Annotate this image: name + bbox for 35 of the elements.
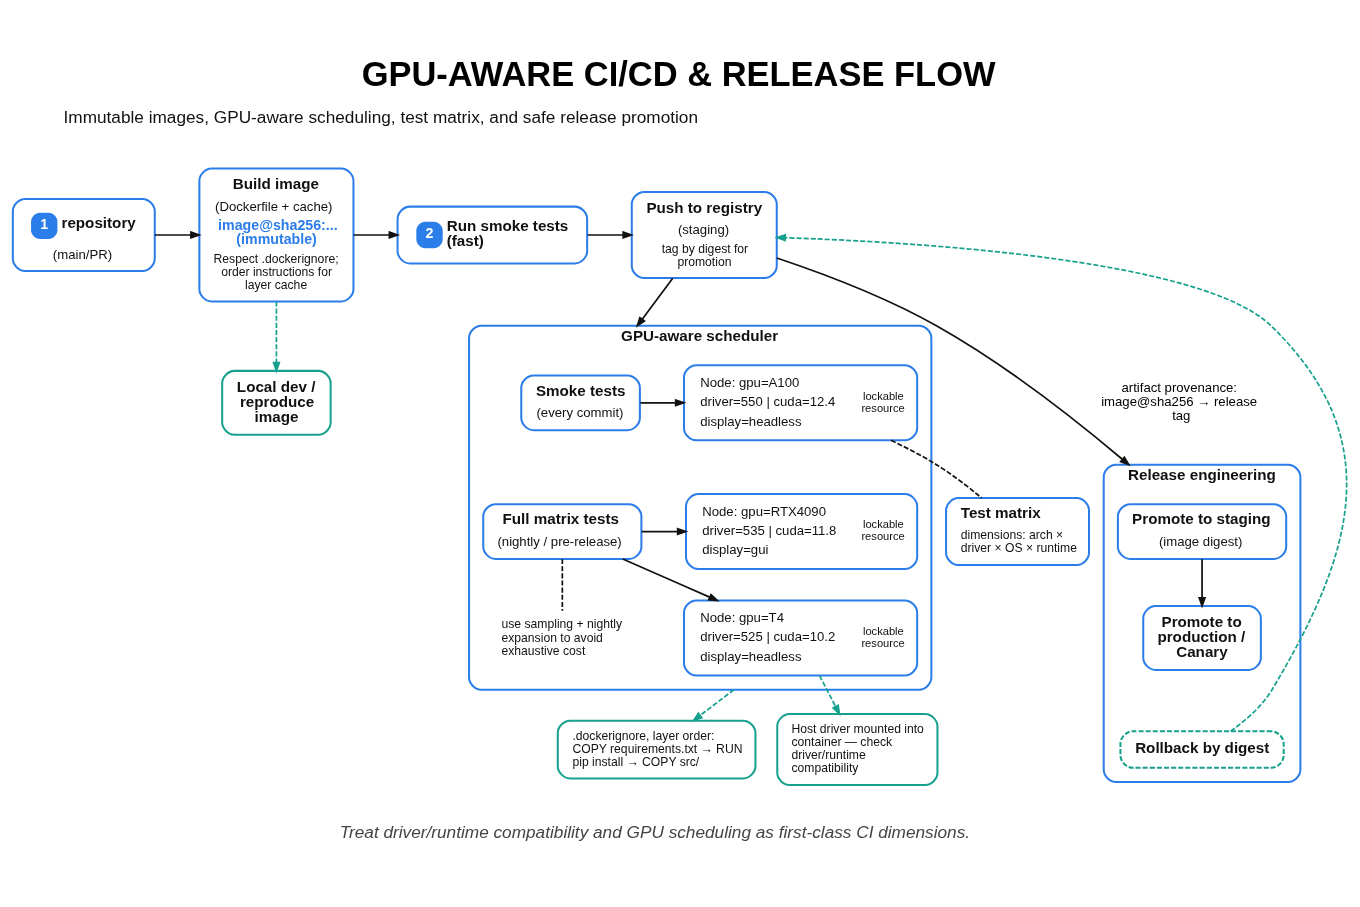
edge-label: artifact provenance: image@sha256 → release tag bbox=[1101, 379, 1258, 423]
arrow bbox=[154, 230, 202, 239]
node-box: Host driver mounted into container — check driver/runtime compatibility bbox=[776, 712, 939, 786]
node-box: .dockerignore, layer order: COPY requirements.txt → RUN pip install → COPY src/ bbox=[556, 719, 757, 779]
arrow bbox=[352, 230, 401, 239]
node-box: Smoke tests (every commit) bbox=[520, 373, 641, 431]
connector bbox=[890, 438, 983, 499]
arrow bbox=[1198, 557, 1207, 609]
node-text: use sampling + nightly expansion to avoid exhaustive cost bbox=[501, 616, 623, 658]
arrow bbox=[691, 688, 735, 722]
arrow bbox=[775, 256, 1131, 466]
label: Immutable images, GPU-aware scheduling, test matrix, and safe release promotion bbox=[63, 106, 699, 127]
caption: Treat driver/runtime compatibility and GPU scheduling as first-class CI dimensions. bbox=[339, 821, 971, 842]
arrow bbox=[635, 276, 674, 328]
arrow bbox=[774, 233, 1348, 732]
node-box: Build image (Dockerfile + cache) image@sha256:... (immutable) Respect .dockerignore; order instructions for layer cache bbox=[198, 167, 355, 302]
arrow bbox=[621, 557, 720, 602]
arrow bbox=[586, 230, 634, 239]
connector bbox=[561, 557, 564, 612]
node-box: Node: gpu=T4 driver=525 | cuda=10.2 display=headless lockable resource bbox=[682, 599, 919, 677]
node-box: Test matrix dimensions: arch × driver × OS × runtime bbox=[945, 496, 1091, 566]
node-box: Node: gpu=A100 driver=550 | cuda=12.4 display=headless lockable resource bbox=[682, 363, 919, 441]
node-box: 1 repository (main/PR) bbox=[11, 197, 156, 272]
arrow bbox=[818, 674, 841, 716]
node-box: Promote to production / Canary bbox=[1142, 604, 1262, 671]
node-box: Local dev / reproduce image bbox=[221, 369, 332, 436]
node-box: Node: gpu=RTX4090 driver=535 | cuda=11.8 display=gui lockable resource bbox=[685, 492, 919, 570]
node-box: Promote to staging (image digest) bbox=[1116, 502, 1288, 560]
arrow bbox=[639, 398, 687, 407]
arrow bbox=[272, 300, 281, 373]
node-box: Full matrix tests (nightly / pre-release) bbox=[482, 502, 643, 560]
node-box: Push to registry (staging) tag by digest for promotion bbox=[630, 190, 778, 279]
diagram-title: GPU-AWARE CI/CD & RELEASE FLOW bbox=[361, 54, 996, 93]
node-box: Rollback by digest bbox=[1119, 729, 1285, 769]
arrow bbox=[640, 527, 689, 536]
